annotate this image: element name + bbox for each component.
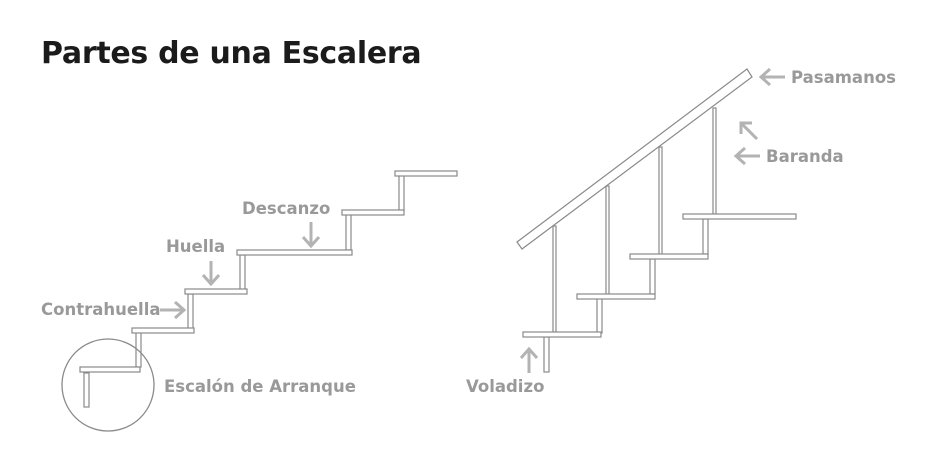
left-staircase: [61, 170, 458, 432]
label-contrahuella: Contrahuella: [41, 300, 160, 319]
riser: [345, 213, 352, 251]
riser: [187, 293, 194, 330]
label-baranda: Baranda: [766, 147, 844, 166]
right-staircase: [516, 68, 797, 373]
tread: [522, 331, 602, 338]
baluster: [552, 225, 557, 333]
baluster: [658, 146, 663, 256]
tread: [79, 366, 141, 373]
label-huella: Huella: [166, 237, 225, 256]
tread: [184, 288, 248, 295]
riser: [702, 218, 709, 255]
arrow-left-icon: [758, 67, 785, 87]
riser: [83, 372, 90, 408]
tread: [682, 213, 797, 220]
riser: [649, 258, 656, 295]
riser: [596, 297, 603, 334]
starting-step-circle: [61, 338, 155, 432]
label-descanzo: Descanzo: [242, 199, 330, 218]
arrow-right-icon: [160, 300, 187, 320]
labels: Descanzo Huella Contrahuella Escalón de …: [41, 68, 896, 396]
tread: [629, 253, 709, 260]
diagram-title: Partes de una Escalera: [41, 36, 422, 71]
right-arrows: [519, 67, 785, 373]
riser: [398, 174, 405, 212]
tread: [131, 327, 195, 334]
label-pasamanos: Pasamanos: [791, 68, 896, 87]
left-arrows: [160, 222, 321, 320]
arrow-up-icon: [519, 346, 539, 373]
label-voladizo: Voladizo: [466, 377, 544, 396]
baluster: [605, 185, 610, 295]
baluster: [712, 107, 717, 215]
tread: [394, 170, 458, 177]
riser: [543, 336, 550, 373]
riser: [239, 254, 246, 291]
landing: [236, 249, 353, 256]
arrow-down-icon: [301, 222, 321, 249]
arrow-down-icon: [201, 261, 221, 287]
tread: [341, 209, 405, 216]
handrail: [516, 68, 753, 250]
arrow-up-left-icon: [739, 121, 759, 141]
arrow-left-icon: [733, 146, 760, 166]
label-escalon-arranque: Escalón de Arranque: [164, 377, 356, 396]
tread: [576, 293, 656, 300]
